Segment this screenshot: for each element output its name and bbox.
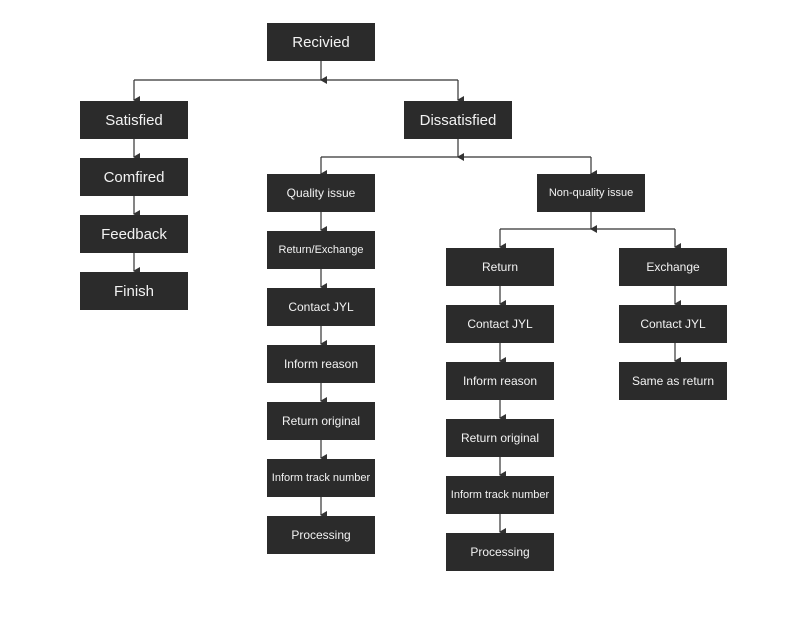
node-return-contact: Contact JYL: [446, 305, 554, 343]
node-quality-inform-reason: Inform reason: [267, 345, 375, 383]
node-return-processing: Processing: [446, 533, 554, 571]
node-return: Return: [446, 248, 554, 286]
node-return-inform-track: Inform track number: [446, 476, 554, 514]
node-return-exchange: Return/Exchange: [267, 231, 375, 269]
node-quality-processing: Processing: [267, 516, 375, 554]
node-exchange-same-as-return: Same as return: [619, 362, 727, 400]
node-confirmed: Comfired: [80, 158, 188, 196]
node-quality-issue: Quality issue: [267, 174, 375, 212]
node-quality-return-original: Return original: [267, 402, 375, 440]
node-satisfied: Satisfied: [80, 101, 188, 139]
node-feedback: Feedback: [80, 215, 188, 253]
node-exchange: Exchange: [619, 248, 727, 286]
node-non-quality-issue: Non-quality issue: [537, 174, 645, 212]
node-dissatisfied: Dissatisfied: [404, 101, 512, 139]
node-quality-contact: Contact JYL: [267, 288, 375, 326]
node-exchange-contact: Contact JYL: [619, 305, 727, 343]
node-received: Recivied: [267, 23, 375, 61]
node-quality-inform-track: Inform track number: [267, 459, 375, 497]
node-return-inform-reason: Inform reason: [446, 362, 554, 400]
node-return-original: Return original: [446, 419, 554, 457]
node-finish: Finish: [80, 272, 188, 310]
